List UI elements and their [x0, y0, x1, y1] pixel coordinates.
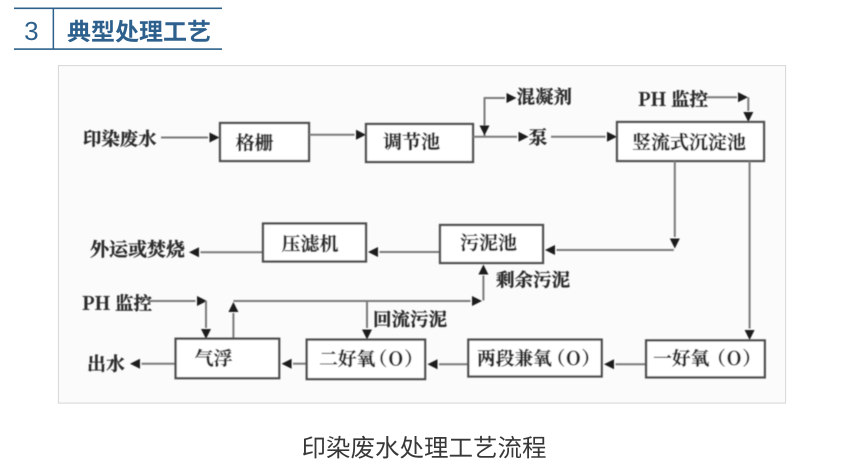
svg-text:3: 3 [24, 16, 38, 46]
